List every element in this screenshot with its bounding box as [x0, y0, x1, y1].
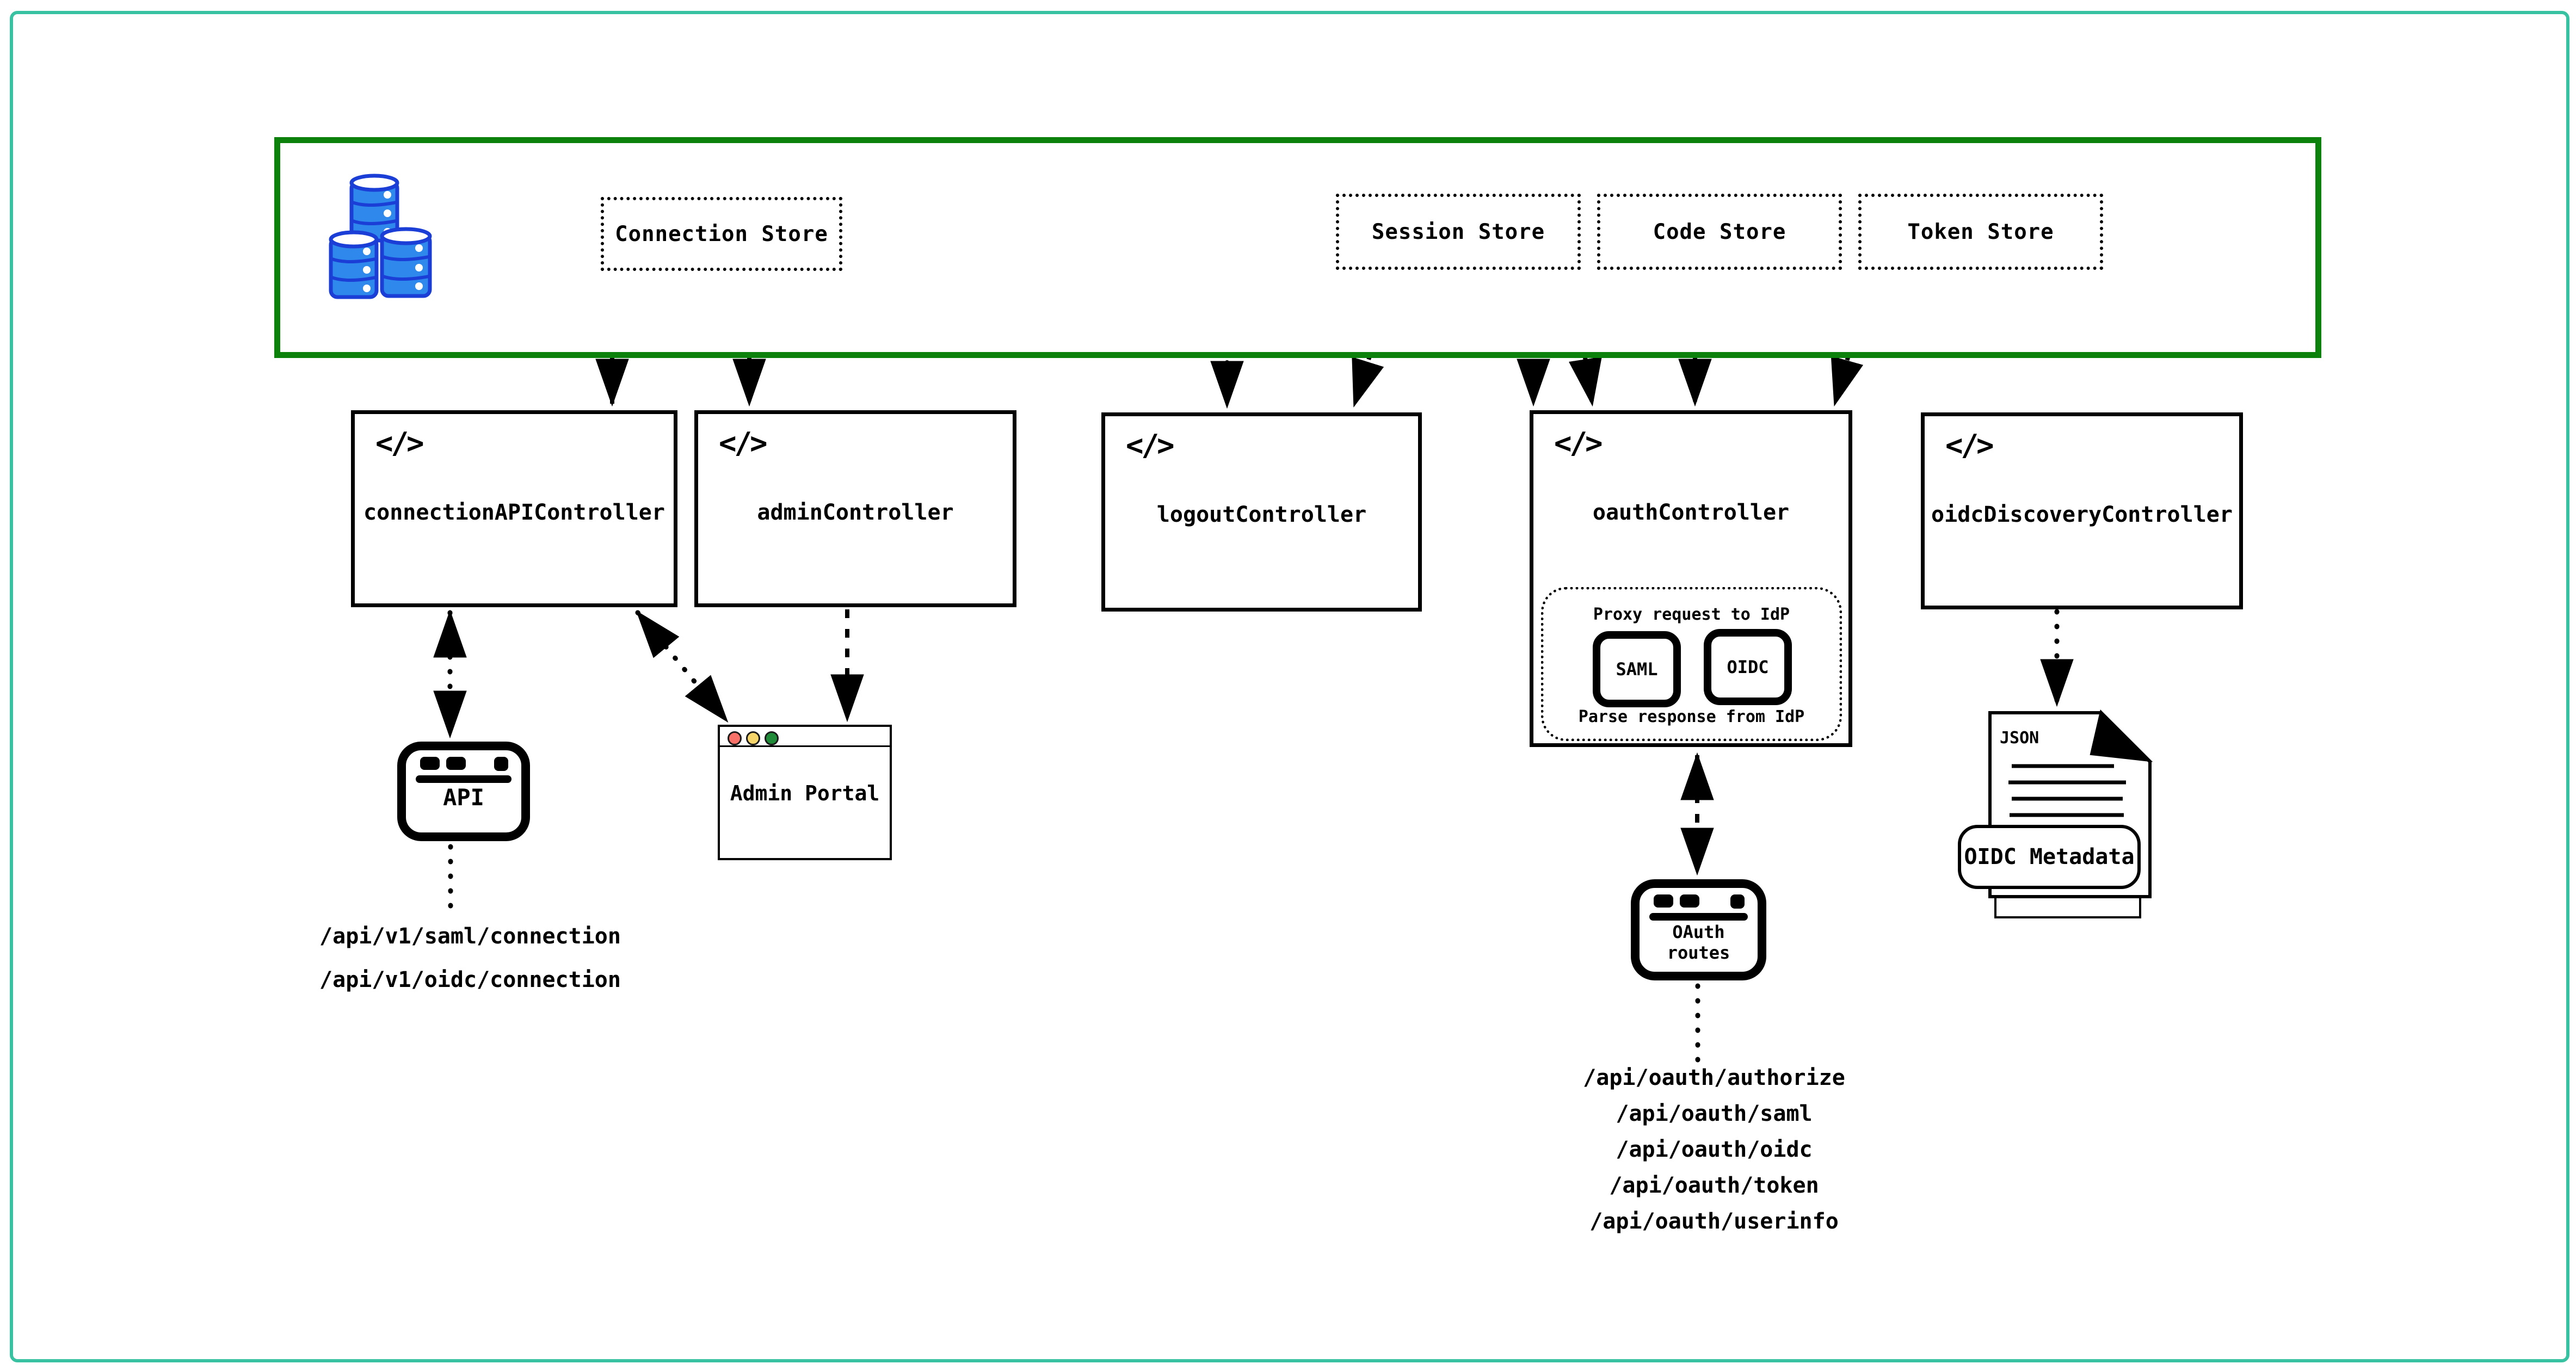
saml-box: SAML: [1593, 631, 1681, 707]
close-dot-icon: [728, 731, 742, 745]
api-window-icon: API: [397, 742, 530, 841]
window-dot-icon: [1730, 894, 1745, 909]
route-item: /api/v1/oidc/connection: [319, 967, 621, 992]
database-cylinder: [380, 227, 432, 298]
code-icon: </>: [1554, 426, 1603, 460]
saml-label: SAML: [1616, 659, 1658, 680]
token-store-box: Token Store: [1858, 194, 2103, 270]
connection-store-box: Connection Store: [601, 197, 842, 271]
connection-route-list: /api/v1/saml/connection /api/v1/oidc/con…: [312, 924, 628, 992]
window-dot-icon: [446, 757, 466, 770]
controller-label: connectionAPIController: [363, 500, 665, 525]
token-store-label: Token Store: [1907, 219, 2054, 244]
proxy-request-label: Proxy request to IdP: [1593, 605, 1790, 624]
parse-response-label: Parse response from IdP: [1578, 707, 1805, 726]
route-item: /api/oauth/userinfo: [1589, 1209, 1839, 1234]
admin-controller-box: </> adminController: [694, 410, 1016, 607]
controller-label: logoutController: [1156, 502, 1367, 527]
code-store-box: Code Store: [1597, 194, 1842, 270]
oidc-metadata-badge: OIDC Metadata: [1958, 825, 2141, 889]
window-bar: [416, 775, 511, 783]
minimize-dot-icon: [746, 731, 760, 745]
controller-label: adminController: [757, 500, 954, 525]
oauth-controller-box: </> oauthController: [1530, 410, 1852, 747]
route-item: /api/oauth/token: [1609, 1173, 1819, 1198]
window-chrome: [416, 757, 511, 783]
route-item: /api/oauth/saml: [1616, 1101, 1813, 1126]
route-item: /api/v1/saml/connection: [319, 924, 621, 949]
code-icon: </>: [1126, 428, 1175, 462]
window-bar: [1649, 913, 1748, 921]
admin-portal-label: Admin Portal: [730, 781, 880, 805]
oidc-metadata-label: OIDC Metadata: [1964, 844, 2135, 869]
code-icon: </>: [375, 426, 424, 460]
oauth-route-list: /api/oauth/authorize /api/oauth/saml /ap…: [1556, 1065, 1872, 1234]
route-item: /api/oauth/oidc: [1616, 1137, 1813, 1162]
session-store-box: Session Store: [1336, 194, 1581, 270]
session-store-label: Session Store: [1371, 219, 1545, 244]
json-document-icon: JSON: [1988, 709, 2153, 918]
oidc-label: OIDC: [1727, 657, 1769, 677]
controller-label: oidcDiscoveryController: [1931, 502, 2233, 527]
window-dot-icon: [420, 757, 440, 770]
idp-proxy-group: Proxy request to IdP Parse response from…: [1541, 587, 1842, 741]
code-icon: </>: [719, 426, 768, 460]
database-cylinder: [349, 174, 399, 243]
controller-label: oauthController: [1592, 500, 1790, 525]
oauth-routes-window-icon: OAuth routes: [1631, 879, 1766, 980]
connection-store-label: Connection Store: [615, 221, 828, 246]
window-dot-icon: [1654, 894, 1673, 908]
json-label: JSON: [2000, 729, 2039, 748]
logout-controller-box: </> logoutController: [1101, 412, 1422, 612]
route-item: /api/oauth/authorize: [1583, 1065, 1845, 1090]
window-titlebar: [720, 727, 890, 747]
admin-portal-window: Admin Portal: [718, 725, 892, 860]
window-dot-icon: [1680, 894, 1699, 908]
database-icon: [329, 174, 432, 299]
oauth-routes-label: OAuth routes: [1667, 922, 1730, 963]
code-icon: </>: [1945, 428, 1994, 462]
page-border: [10, 11, 2569, 1362]
code-store-label: Code Store: [1653, 219, 1786, 244]
connection-api-controller-box: </> connectionAPIController: [351, 410, 677, 607]
window-chrome: [1649, 894, 1748, 921]
oidc-discovery-controller-box: </> oidcDiscoveryController: [1921, 412, 2243, 609]
oidc-box: OIDC: [1704, 629, 1792, 705]
database-cylinder: [329, 230, 379, 299]
window-dot-icon: [494, 757, 508, 771]
maximize-dot-icon: [765, 731, 779, 745]
api-label: API: [443, 784, 484, 811]
